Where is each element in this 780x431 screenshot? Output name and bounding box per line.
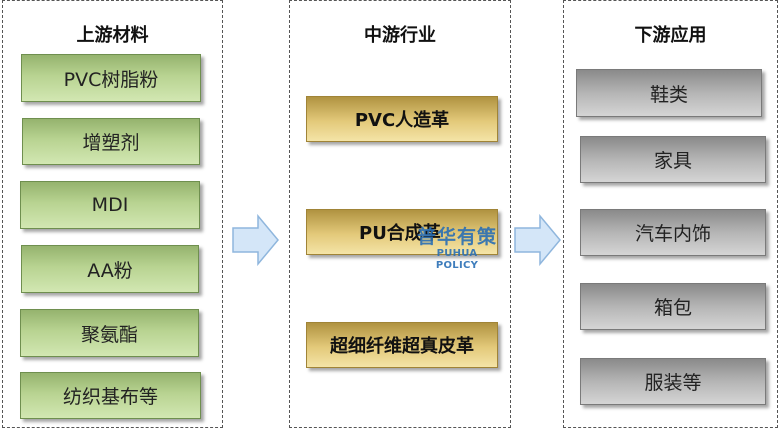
- upstream-item-pvc-resin: PVC树脂粉: [21, 54, 201, 102]
- watermark-cn: 普华有策: [416, 226, 497, 248]
- upstream-item-textile-base: 纺织基布等: [20, 372, 201, 419]
- midstream-item-pu-leather: PU合成革: [306, 209, 498, 255]
- downstream-item-clothing: 服装等: [580, 358, 766, 405]
- puhua-policy-logo: 普华有策 PUHUA POLICY: [416, 226, 498, 272]
- downstream-item-furniture: 家具: [580, 136, 766, 183]
- upstream-item-mdi: MDI: [20, 181, 200, 229]
- upstream-item-plasticizer: 增塑剂: [22, 118, 200, 165]
- downstream-item-shoes: 鞋类: [576, 69, 762, 117]
- right-arrow-icon: [232, 214, 279, 266]
- watermark-en: PUHUA POLICY: [435, 248, 479, 271]
- upstream-title: 上游材料: [76, 25, 149, 46]
- midstream-item-microfiber-leather: 超细纤维超真皮革: [306, 322, 498, 368]
- upstream-item-polyurethane: 聚氨酯: [20, 309, 199, 357]
- midstream-item-pvc-leather: PVC人造革: [306, 96, 498, 142]
- downstream-title: 下游应用: [634, 25, 707, 46]
- downstream-item-bags: 箱包: [580, 283, 766, 330]
- midstream-title: 中游行业: [364, 25, 436, 46]
- downstream-item-car-interior: 汽车内饰: [580, 209, 766, 256]
- right-arrow-icon-2: [514, 214, 561, 266]
- upstream-item-aa-powder: AA粉: [21, 245, 199, 293]
